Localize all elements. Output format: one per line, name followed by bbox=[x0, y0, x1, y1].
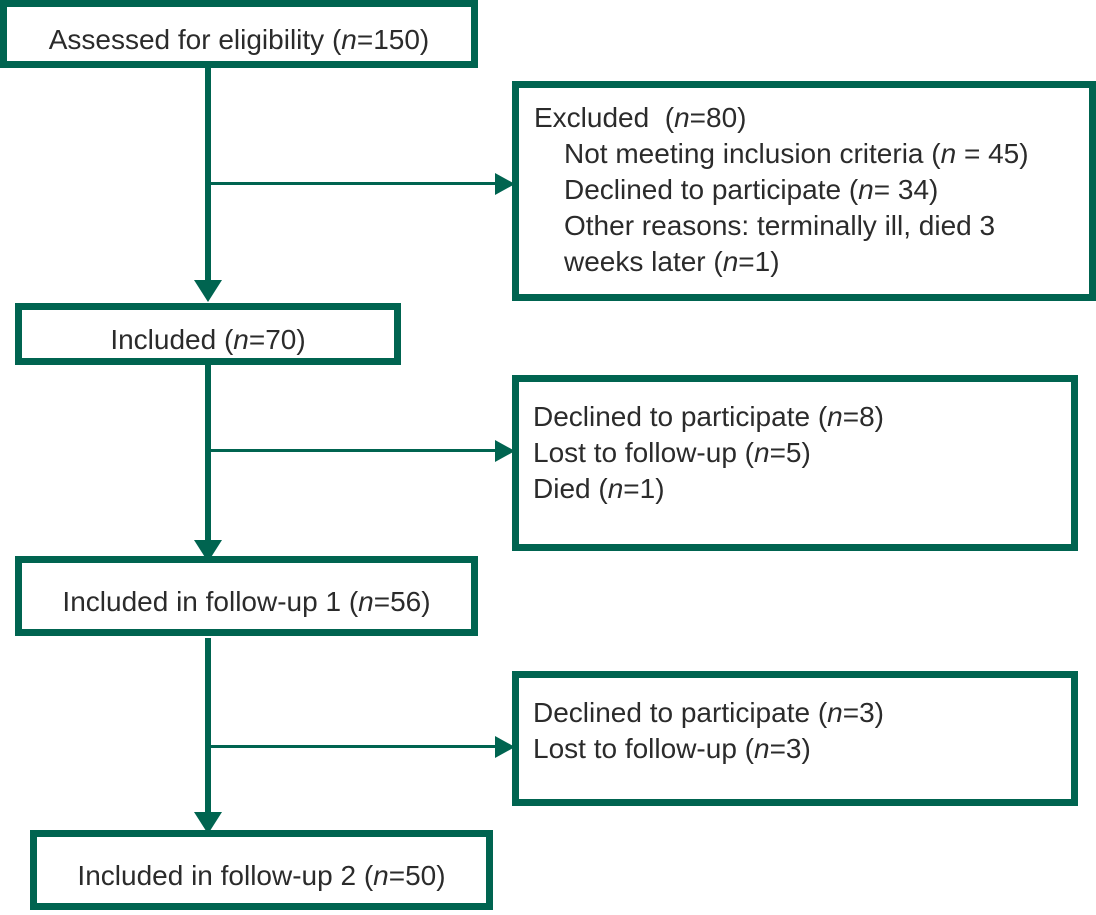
arrow-right-to-dropout1 bbox=[495, 440, 515, 462]
node-dropouts-followup1: Declined to participate (n=8) Lost to fo… bbox=[512, 375, 1078, 551]
connector-included-to-followup1 bbox=[205, 362, 211, 562]
node-included-label: Included (n=70) bbox=[110, 324, 306, 355]
dropout2-item-2: Lost to follow-up (n=3) bbox=[533, 733, 811, 764]
excluded-reason-3: Other reasons: terminally ill, died 3 bbox=[564, 210, 996, 241]
connector-branch-to-dropout2 bbox=[208, 745, 508, 748]
excluded-reason-3-cont: weeks later (n=1) bbox=[564, 246, 780, 277]
node-followup1: Included in follow-up 1 (n=56) bbox=[15, 556, 478, 636]
excluded-reason-2: Declined to participate (n= 34) bbox=[564, 174, 939, 205]
arrow-down-to-included bbox=[194, 280, 222, 302]
node-assessed-for-eligibility: Assessed for eligibility (n=150) bbox=[0, 0, 478, 68]
excluded-heading: Excluded (n=80) bbox=[534, 102, 747, 133]
node-followup2: Included in follow-up 2 (n=50) bbox=[30, 830, 493, 910]
arrow-right-to-excluded bbox=[495, 173, 515, 195]
node-followup1-label: Included in follow-up 1 (n=56) bbox=[62, 586, 431, 617]
node-dropouts-followup2: Declined to participate (n=3) Lost to fo… bbox=[512, 671, 1078, 806]
dropout1-item-1: Declined to participate (n=8) bbox=[533, 401, 884, 432]
arrow-right-to-dropout2 bbox=[495, 736, 515, 758]
dropout1-item-2: Lost to follow-up (n=5) bbox=[533, 437, 811, 468]
node-assessed-label: Assessed for eligibility (n=150) bbox=[48, 24, 430, 55]
connector-branch-to-dropout1 bbox=[208, 449, 508, 452]
excluded-reason-1: Not meeting inclusion criteria (n = 45) bbox=[564, 138, 1029, 169]
connector-assessed-to-included bbox=[205, 66, 211, 294]
arrow-down-to-followup2 bbox=[194, 812, 222, 834]
connector-followup1-to-followup2 bbox=[205, 638, 211, 828]
node-followup2-label: Included in follow-up 2 (n=50) bbox=[77, 860, 446, 891]
dropout2-item-1: Declined to participate (n=3) bbox=[533, 697, 884, 728]
dropout1-item-3: Died (n=1) bbox=[533, 473, 665, 504]
node-excluded: Excluded (n=80) Not meeting inclusion cr… bbox=[512, 81, 1096, 301]
connector-branch-to-excluded bbox=[208, 182, 508, 185]
node-included: Included (n=70) bbox=[15, 303, 401, 365]
